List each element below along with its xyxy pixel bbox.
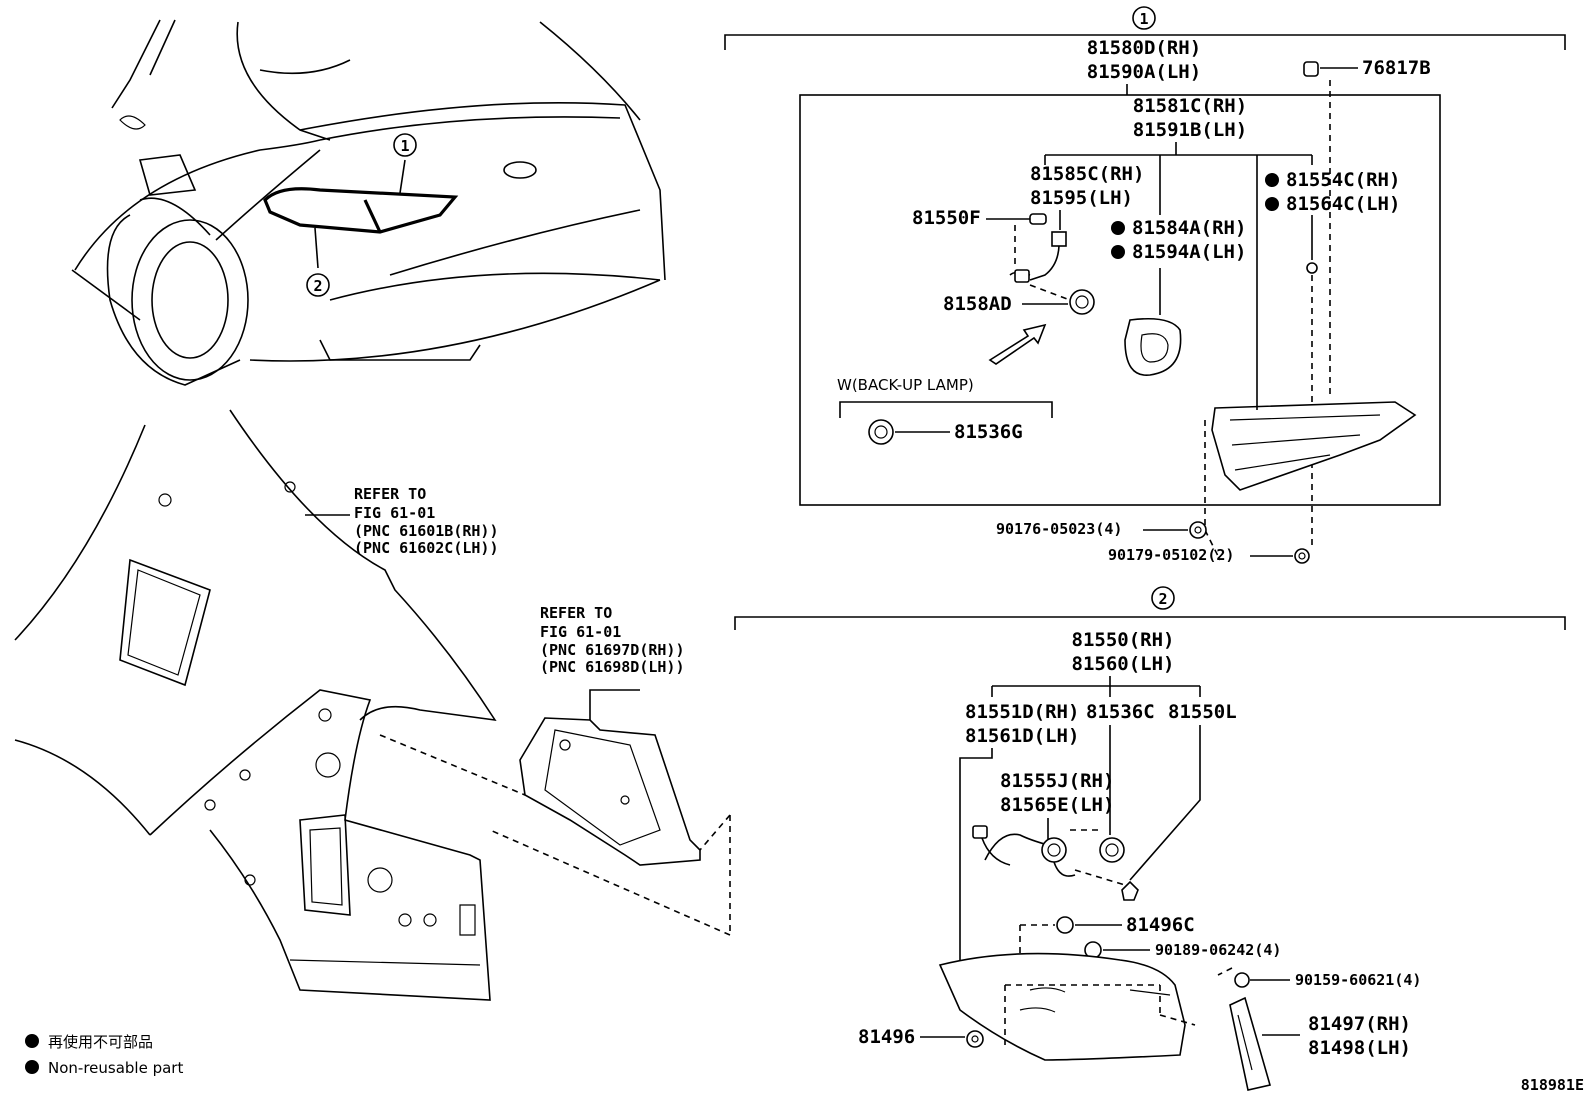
g1-seal-lh: 81564C(LH) — [1286, 193, 1400, 215]
g2-clip: 81496 — [858, 1026, 915, 1048]
refer1-line3: (PNC 61601B(RH)) — [354, 522, 499, 540]
g1-backup-label: W(BACK-UP LAMP) — [837, 376, 974, 394]
callout-1-car: 1 — [400, 137, 409, 155]
refer1-line2: FIG 61-01 — [354, 504, 435, 522]
g1-nut2: 90179-05102(2) — [1108, 546, 1234, 564]
lining-panel-illustration: REFER TO FIG 61-01 (PNC 61697D(RH)) (PNC… — [379, 604, 731, 936]
g1-gasket-rh: 81584A(RH) — [1132, 217, 1246, 239]
car-rear-illustration: 1 2 — [71, 19, 666, 386]
g2-wire-lh: 81565E(LH) — [1000, 794, 1114, 816]
g1-seal-rh: 81554C(RH) — [1286, 169, 1400, 191]
g1-socket-wire-rh: 81585C(RH) — [1030, 163, 1144, 185]
g2-screw2: 90159-60621(4) — [1295, 971, 1421, 989]
g1-clip-top: 76817B — [1362, 57, 1431, 79]
refer1-line4: (PNC 61602C(LH)) — [354, 539, 499, 557]
callout-2-car: 2 — [313, 277, 322, 295]
refer2-line3: (PNC 61697D(RH)) — [540, 641, 685, 659]
g2-wire-rh: 81555J(RH) — [1000, 770, 1114, 792]
legend-en: Non-reusable part — [48, 1059, 183, 1077]
group-1-tail-lamp: 1 81580D(RH) 81590A(LH) 76817B 81581C(RH… — [724, 6, 1566, 564]
refer2-line2: FIG 61-01 — [540, 623, 621, 641]
g2-lens-body-rh: 81551D(RH) — [965, 701, 1079, 723]
legend-jp: 再使用不可部品 — [48, 1033, 153, 1051]
g1-assy-rh: 81580D(RH) — [1087, 37, 1201, 59]
quarter-panel-illustration: REFER TO FIG 61-01 (PNC 61601B(RH)) (PNC… — [14, 409, 499, 1001]
group-2-tail-lamp: 2 81550(RH) 81560(LH) 81551D(RH) 81536C … — [734, 586, 1566, 1091]
g1-backup-socket: 81536G — [954, 421, 1023, 443]
g1-nut1: 90176-05023(4) — [996, 520, 1122, 538]
g1-socket-wire-lh: 81595(LH) — [1030, 187, 1133, 209]
g2-bracket-lh: 81498(LH) — [1308, 1037, 1411, 1059]
g1-bulb: 81550F — [912, 207, 981, 229]
callout-2: 2 — [1158, 590, 1167, 608]
g1-socket: 8158AD — [943, 293, 1012, 315]
g2-bracket-rh: 81497(RH) — [1308, 1013, 1411, 1035]
g1-assy-lh: 81590A(LH) — [1087, 61, 1201, 83]
g2-assy-lh: 81560(LH) — [1072, 653, 1175, 675]
legend: 再使用不可部品 Non-reusable part — [25, 1033, 183, 1077]
g2-nut: 81496C — [1126, 914, 1195, 936]
g2-screw1: 90189-06242(4) — [1155, 941, 1281, 959]
refer2-line4: (PNC 61698D(LH)) — [540, 658, 685, 676]
g2-bulb: 81550L — [1168, 701, 1237, 723]
refer2-line1: REFER TO — [540, 604, 612, 622]
g2-socket-a: 81536C — [1086, 701, 1155, 723]
callout-1: 1 — [1139, 10, 1148, 28]
figure-id: 818981E — [1521, 1076, 1584, 1094]
g1-lens-body-rh: 81581C(RH) — [1133, 95, 1247, 117]
refer1-line1: REFER TO — [354, 485, 426, 503]
g1-lens-body-lh: 81591B(LH) — [1133, 119, 1247, 141]
g1-gasket-lh: 81594A(LH) — [1132, 241, 1246, 263]
g2-assy-rh: 81550(RH) — [1072, 629, 1175, 651]
g2-lens-body-lh: 81561D(LH) — [965, 725, 1079, 747]
